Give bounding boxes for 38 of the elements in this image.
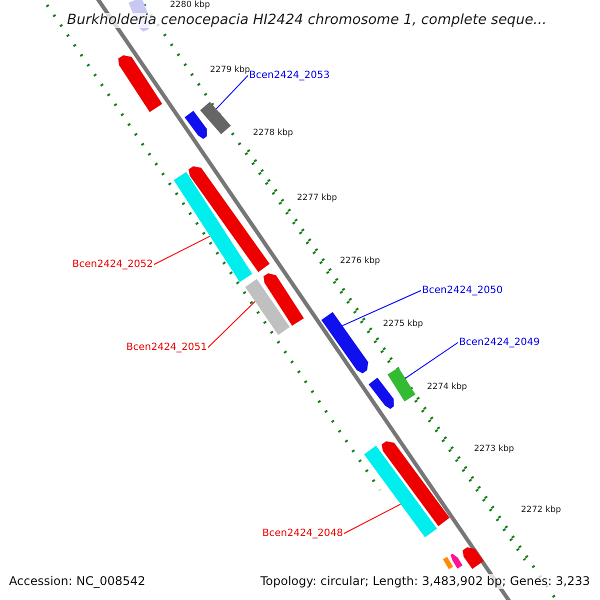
summary-text: Topology: circular; Length: 3,483,902 bp; Genes: 3,233 [258,574,592,590]
gene-label: Bcen2424_2048 [262,528,343,539]
leader-line [208,300,256,348]
gene-block [245,279,290,335]
gene-label: Bcen2424_2053 [249,70,330,81]
gene-block [188,166,270,272]
gene-block [184,110,207,139]
gene-label: Bcen2424_2052 [72,259,153,270]
scale-label: 2280 kbp [170,1,210,10]
scale-label: 2272 kbp [521,506,562,516]
scale-label: 2273 kbp [474,445,514,454]
gene-block [462,547,484,569]
leader-line [216,75,248,110]
scale-label: 2278 kbp [253,129,294,138]
gene-block [200,102,231,134]
gene-label: Bcen2424_2050 [422,285,503,296]
gene-block [174,172,252,282]
leader-line [154,236,210,265]
leader-line [404,342,458,379]
scale-label: 2275 kbp [383,320,424,330]
gene-label: Bcen2424_2051 [126,342,207,353]
gene-block [442,556,454,570]
scale-label: 2276 kbp [340,257,380,266]
gene-block [364,446,437,538]
leader-line [344,504,402,534]
gene-label: Bcen2424_2049 [459,337,540,348]
leader-line [342,290,422,326]
scale-label: 2274 kbp [427,383,468,392]
gene-block [388,368,416,402]
title: Burkholderia cenocepacia HI2424 chromosome 1, complete seque... [67,13,547,28]
gene-block [382,441,450,526]
scale-label: 2279 kbp [210,66,250,75]
accession-text: Accession: NC_008542 [7,574,148,590]
gene-block [264,273,304,326]
gene-block [321,312,368,374]
scale-label: 2277 kbp [297,194,338,204]
gene-block [118,55,162,112]
gene-block [368,378,394,409]
